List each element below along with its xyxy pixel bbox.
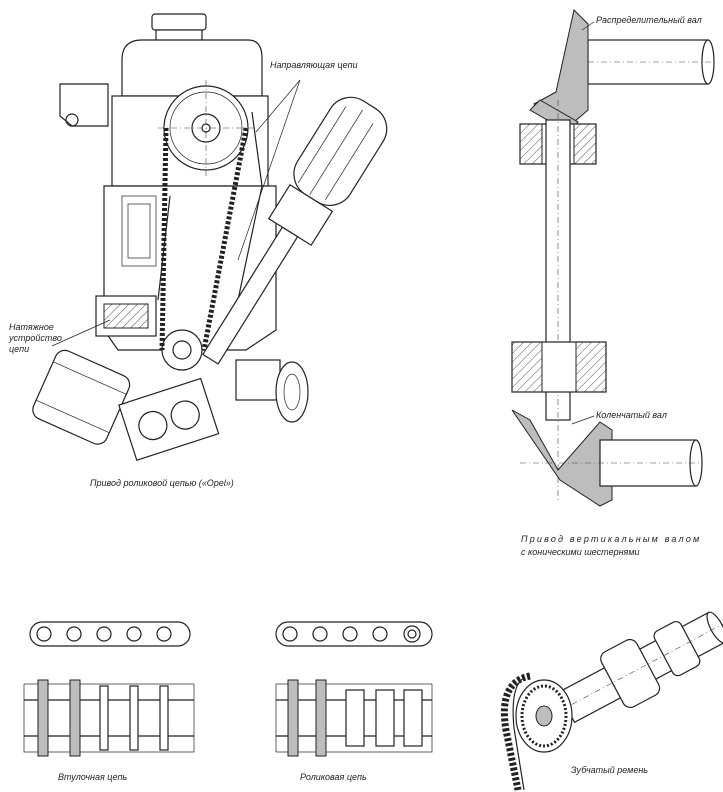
toothed-belt-drawing: [500, 611, 723, 791]
caption-toothed-belt: Зубчатый ремень: [571, 765, 649, 775]
caption-vertical-shaft-line2: с коническими шестернями: [521, 547, 640, 557]
label-camshaft: Распределительный вал: [596, 15, 702, 25]
label-chain-tensioner: Натяжное устройство цепи: [9, 322, 62, 354]
caption-vertical-shaft-line1: Привод вертикальным валом: [521, 534, 702, 544]
caption-bush-chain: Втулочная цепь: [58, 772, 128, 782]
vertical-shaft-drawing: [511, 9, 715, 507]
caption-roller-chain-drive: Привод роликовой цепью («Opel»): [90, 478, 234, 488]
caption-roller-chain: Роликовая цепь: [300, 772, 367, 782]
label-chain-guide: Направляющая цепи: [270, 60, 358, 70]
bush-chain-drawing: [23, 621, 195, 757]
opel-engine-drawing: [32, 13, 388, 461]
roller-chain-drawing: [275, 621, 433, 757]
label-crankshaft: Коленчатый вал: [596, 410, 667, 420]
